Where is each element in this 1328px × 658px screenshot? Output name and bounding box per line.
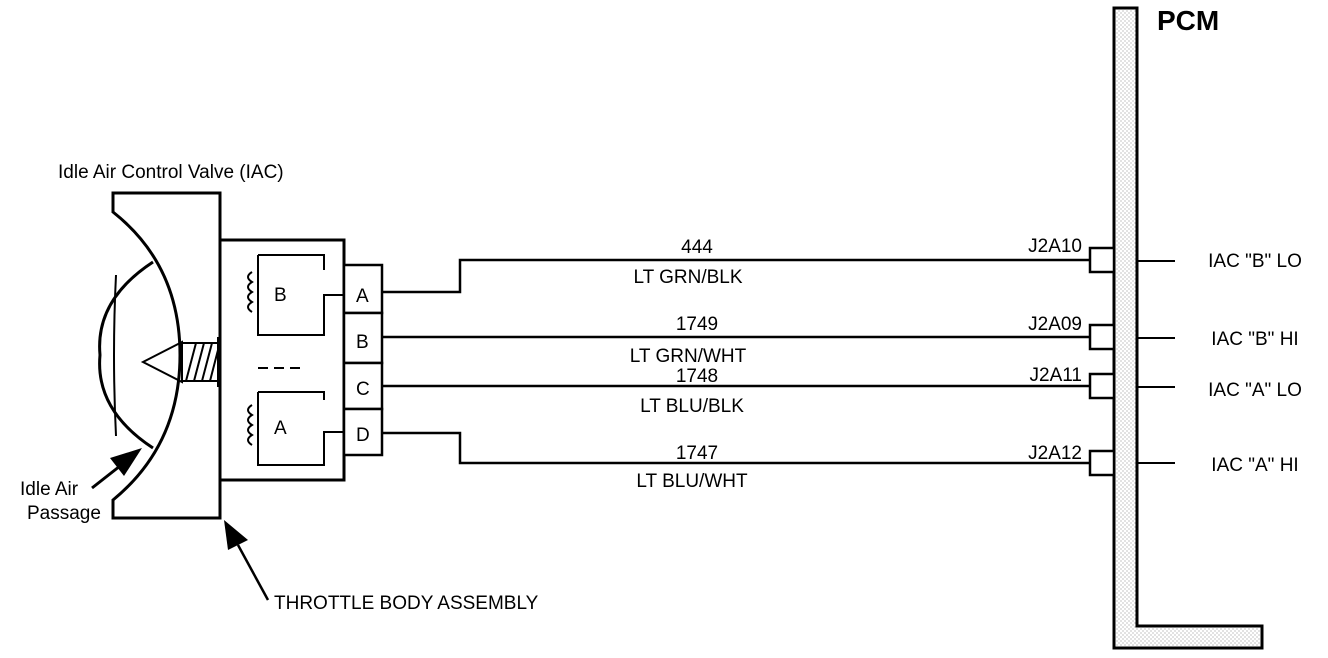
pcm-terminal-j2a09	[1088, 323, 1175, 351]
idle-air-label-line2: Passage	[27, 503, 101, 524]
signal-iac-b-lo: IAC "B" LO	[1208, 251, 1302, 272]
idle-air-arrow	[91, 448, 142, 490]
coil-a-label: A	[274, 418, 287, 439]
wire-color-1749: LT GRN/WHT	[630, 346, 747, 367]
circuit-number-1749: 1749	[676, 314, 718, 335]
connector-pin-b: B	[356, 332, 369, 353]
wire-color-444: LT GRN/BLK	[633, 267, 742, 288]
wire-color-1747: LT BLU/WHT	[636, 471, 748, 492]
wire-444	[382, 258, 1090, 294]
terminal-id-j2a09: J2A09	[1028, 314, 1082, 335]
throttle-body-arrow	[224, 520, 270, 601]
throttle-body-label: THROTTLE BODY ASSEMBLY	[274, 593, 539, 614]
throttle-body	[98, 191, 222, 520]
terminal-id-j2a12: J2A12	[1028, 443, 1082, 464]
connector-pin-d: D	[356, 425, 370, 446]
iac-connector	[342, 263, 384, 457]
coil-b-label: B	[274, 285, 287, 306]
terminal-id-j2a11: J2A11	[1030, 365, 1082, 386]
wire-color-1748: LT BLU/BLK	[640, 396, 744, 417]
pcm-terminal-j2a12	[1088, 449, 1175, 477]
iac-valve-label: Idle Air Control Valve (IAC)	[58, 162, 284, 183]
terminal-id-j2a10: J2A10	[1028, 236, 1082, 257]
circuit-number-1747: 1747	[676, 443, 718, 464]
pcm-module	[1112, 6, 1264, 650]
pcm-terminal-j2a10	[1088, 246, 1175, 274]
idle-air-passage	[113, 274, 117, 437]
connector-pin-a: A	[356, 286, 369, 307]
circuit-number-444: 444	[681, 237, 713, 258]
signal-iac-b-hi: IAC "B" HI	[1211, 329, 1298, 350]
pcm-terminal-j2a11	[1088, 372, 1175, 400]
signal-iac-a-lo: IAC "A" LO	[1208, 380, 1302, 401]
iac-motor-housing	[218, 238, 346, 482]
wire-1747	[382, 431, 1090, 465]
circuit-number-1748: 1748	[676, 366, 718, 387]
signal-iac-a-hi: IAC "A" HI	[1211, 455, 1298, 476]
pcm-title: PCM	[1157, 5, 1219, 36]
idle-air-label-line1: Idle Air	[20, 479, 79, 500]
connector-pin-c: C	[356, 379, 370, 400]
